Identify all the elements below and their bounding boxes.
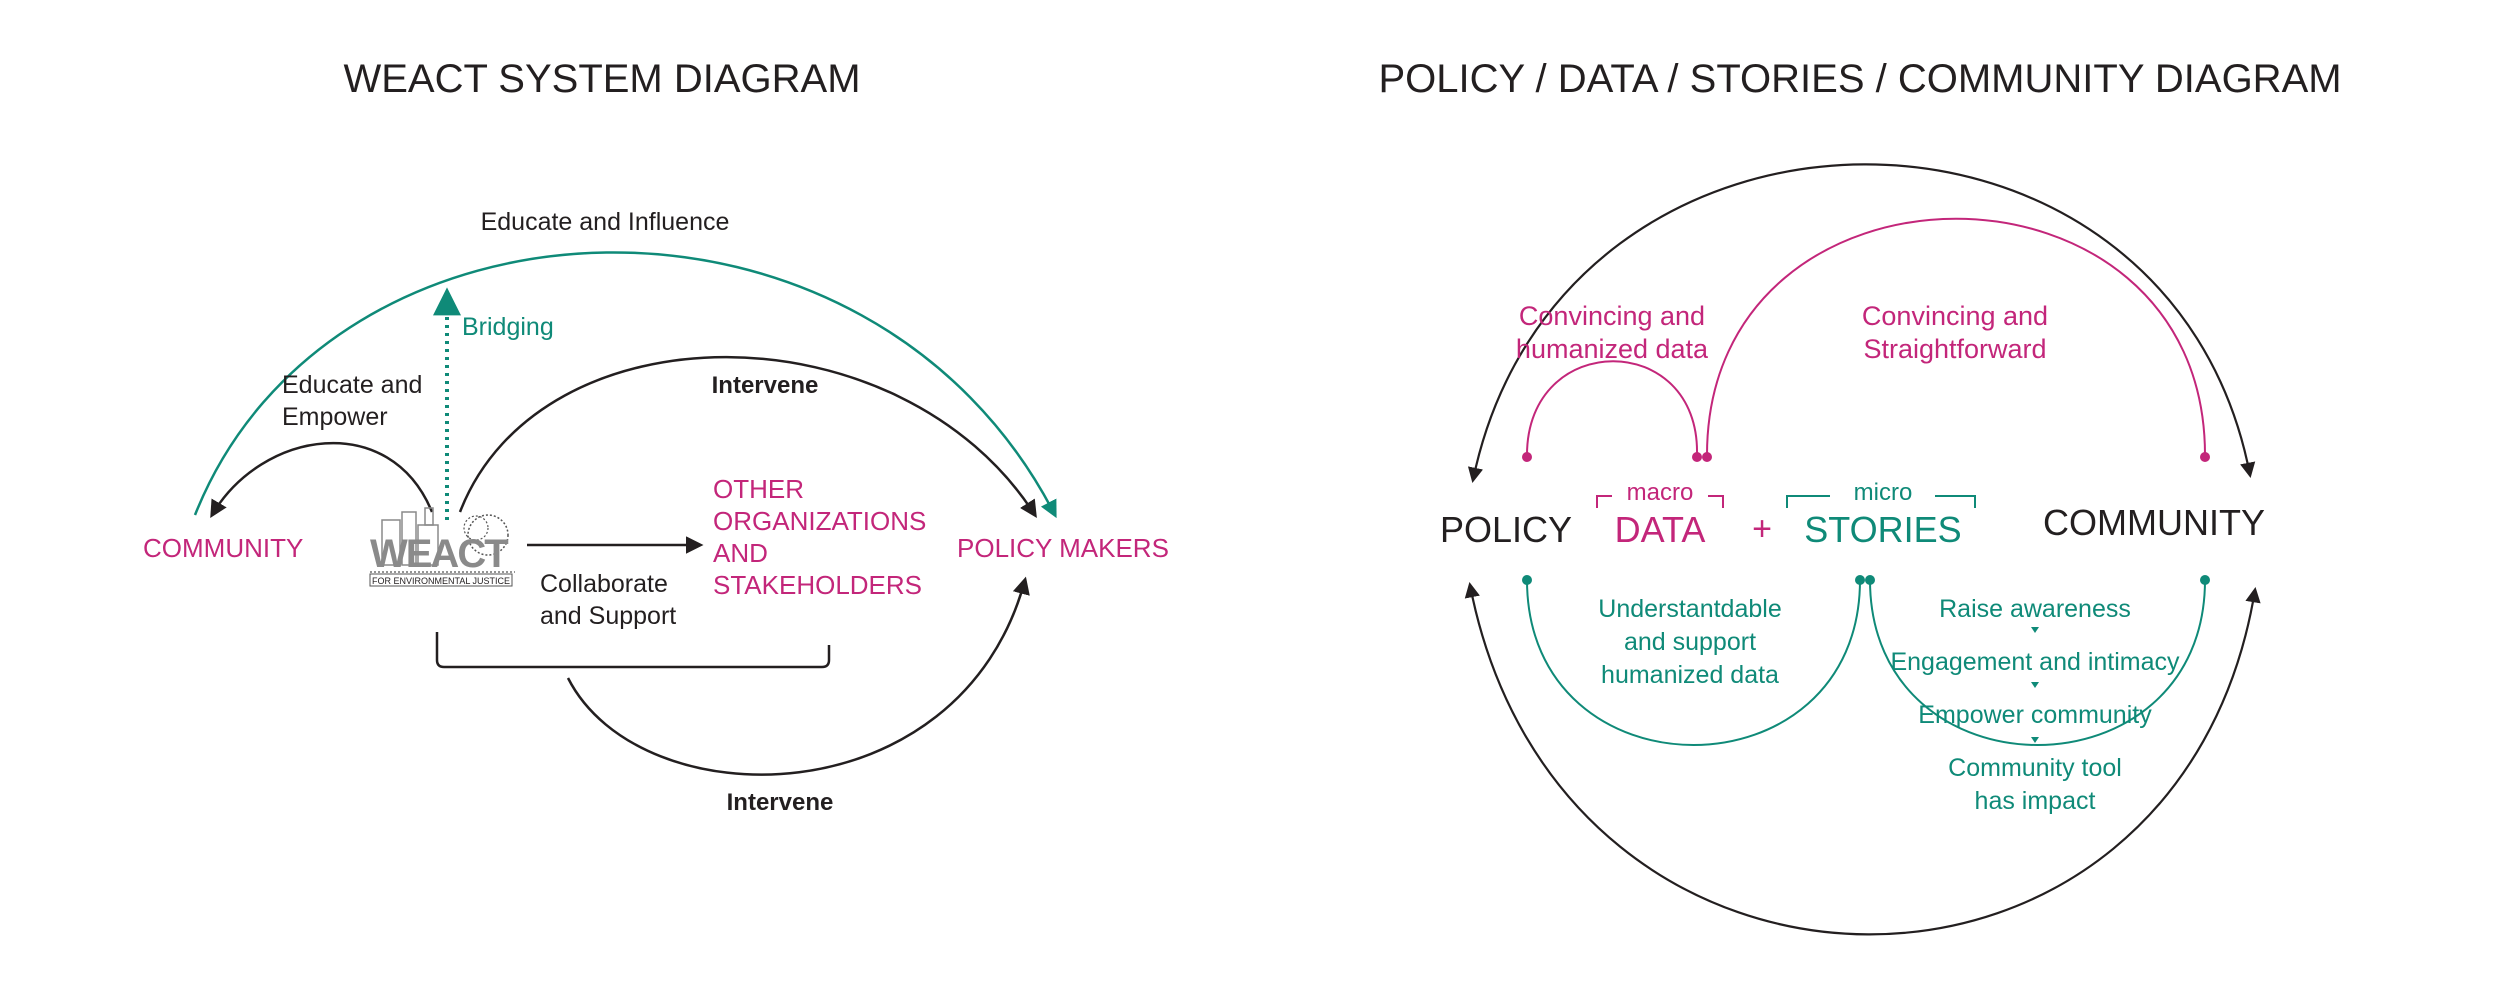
micro-bracket [1786,495,1976,508]
node-stories: STORIES [1804,509,1961,550]
edge-bridging-label: Bridging [462,313,554,341]
logo-subtext: FOR ENVIRONMENTAL JUSTICE [372,576,510,586]
node-other-line-3: AND [713,538,768,568]
plus-sign: + [1752,510,1772,548]
node-policy-makers: POLICY MAKERS [957,533,1169,563]
node-data: DATA [1615,509,1706,550]
edge-educate-empower-label-1: Educate and [282,371,422,399]
bottom-left-label-3: humanized data [1601,661,1779,689]
edge-educate-empower-arrow [210,441,434,519]
top-left-label-1: Convincing and [1519,301,1705,331]
logo-text: WEACT [370,532,508,576]
step-empower: Empower community [1918,701,2152,729]
top-right-label-1: Convincing and [1862,301,2048,331]
bottom-left-label-1: Understantdable [1598,595,1781,623]
data-prefix: macro [1627,479,1694,506]
edge-intervene-bottom-arrow [566,576,1030,776]
left-title: WEACT SYSTEM DIAGRAM [343,57,860,101]
outer-top-arc [1467,163,2256,484]
macro-bracket [1596,495,1724,508]
step-arrow-icon [2031,627,2039,633]
edge-intervene-bottom-label: Intervene [727,789,834,816]
weact-logo: WEACT FOR ENVIRONMENTAL JUSTICE [369,507,515,587]
node-community-right: COMMUNITY [2043,502,2265,543]
node-policy: POLICY [1440,509,1572,550]
right-title: POLICY / DATA / STORIES / COMMUNITY DIAG… [1378,57,2341,101]
node-other-line-2: ORGANIZATIONS [713,506,926,536]
step-arrow-icon [2031,737,2039,743]
stories-to-community-arc [1706,217,2206,456]
step-raise-awareness: Raise awareness [1939,595,2131,623]
edge-educate-influence-arrow [193,251,1057,519]
edge-collaborate-label-1: Collaborate [540,570,668,598]
edge-collaborate-label-2: and Support [540,602,676,630]
edge-educate-influence-label: Educate and Influence [481,208,730,236]
outer-bottom-arc [1464,581,2261,936]
community-to-stories-arc [1869,579,2206,746]
step-engagement: Engagement and intimacy [1890,648,2180,676]
top-right-label-2: Straightforward [1863,334,2046,364]
weact-system-diagram: WEACT SYSTEM DIAGRAM Educate and Influen… [143,57,1169,816]
group-bracket [435,632,831,669]
bottom-left-label-2: and support [1624,628,1756,656]
stories-to-data-arc [1526,579,1861,746]
node-other-line-1: OTHER [713,474,804,504]
step-arrow-icon [2031,682,2039,688]
edge-intervene-top-arrow [458,356,1037,518]
step-has-impact: has impact [1975,787,2096,815]
top-left-label-2: humanized data [1516,334,1709,364]
policy-data-stories-community-diagram: POLICY / DATA / STORIES / COMMUNITY DIAG… [1378,57,2342,936]
edge-educate-empower-label-2: Empower [282,403,388,431]
data-to-policy-arc [1526,360,1699,456]
node-other-line-4: STAKEHOLDERS [713,570,922,600]
step-community-tool: Community tool [1948,754,2122,782]
node-community: COMMUNITY [143,533,303,563]
stories-prefix: micro [1854,479,1913,506]
edge-intervene-top-label: Intervene [712,372,819,399]
